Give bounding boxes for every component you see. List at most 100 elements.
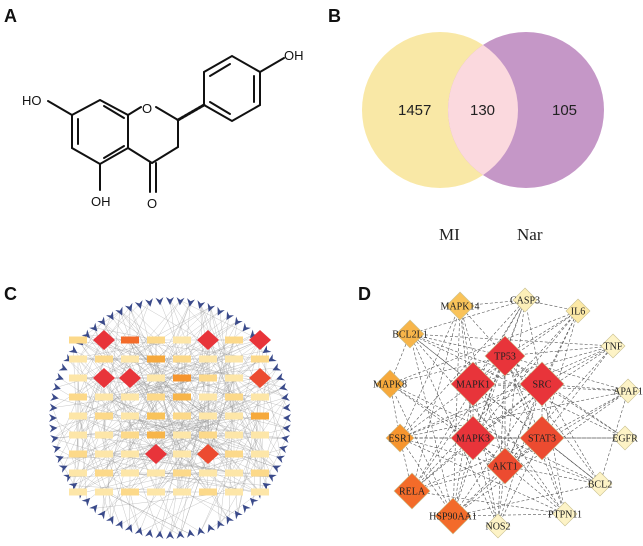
target-arrow-node — [279, 382, 288, 391]
gene-node — [147, 431, 165, 439]
network-node-label: TP53 — [494, 352, 516, 363]
gene-node — [95, 431, 113, 439]
target-arrow-node — [89, 504, 98, 514]
venn-right-count: 105 — [552, 102, 577, 119]
network-node-label: AKT1 — [492, 462, 518, 473]
target-arrow-node — [272, 465, 282, 473]
hub-gene-node — [249, 330, 271, 350]
gene-node — [69, 488, 87, 496]
target-arrow-node — [276, 455, 286, 464]
gene-node — [199, 488, 217, 496]
gene-node — [173, 450, 191, 458]
target-arrow-node — [134, 527, 143, 536]
gene-node — [147, 374, 165, 382]
target-arrow-node — [282, 424, 291, 433]
venn-left-label: MI — [439, 225, 460, 244]
gene-node — [199, 393, 217, 401]
target-arrow-node — [272, 363, 282, 371]
target-arrow-node — [207, 524, 216, 534]
gene-node — [121, 336, 139, 344]
ring-oxygen-label: O — [142, 101, 152, 116]
target-arrow-node — [276, 372, 286, 381]
network-node-label: ESR1 — [388, 434, 411, 445]
gene-node — [95, 412, 113, 420]
target-arrow-node — [58, 363, 68, 371]
target-arrow-node — [281, 435, 290, 443]
gene-node — [173, 412, 191, 420]
panel-c-letter: C — [4, 284, 17, 304]
gene-node — [251, 450, 269, 458]
target-arrow-node — [124, 524, 133, 534]
network-node-label: PTPN11 — [548, 510, 582, 521]
target-arrow-node — [97, 316, 106, 326]
gene-node — [69, 450, 87, 458]
gene-node — [251, 412, 269, 420]
gene-node — [69, 431, 87, 439]
gene-node — [121, 412, 139, 420]
gene-node — [199, 412, 217, 420]
venn-diagram: 1457 130 105 MI Nar — [362, 32, 604, 244]
network-node-label: SRC — [533, 380, 552, 391]
gene-node — [147, 336, 165, 344]
gene-node — [69, 374, 87, 382]
gene-node — [121, 393, 139, 401]
network-node-esr1: ESR1 — [385, 423, 415, 453]
target-arrow-node — [197, 300, 206, 309]
gene-node — [225, 374, 243, 382]
target-arrow-node — [267, 354, 277, 362]
gene-node — [199, 374, 217, 382]
ppi-network-full — [49, 297, 291, 539]
target-arrow-node — [262, 482, 272, 491]
hub-gene-node — [249, 368, 271, 388]
target-arrow-node — [49, 414, 57, 422]
network-node-label: NOS2 — [485, 522, 510, 533]
target-arrow-node — [134, 300, 143, 309]
keto-oxygen-label: O — [147, 196, 157, 211]
gene-node — [69, 412, 87, 420]
target-arrow-node — [267, 474, 277, 482]
network-node-src: SRC — [519, 361, 565, 407]
target-arrow-node — [54, 455, 64, 464]
network-node-label: STAT3 — [528, 434, 556, 445]
target-arrow-node — [249, 497, 259, 507]
target-arrow-node — [52, 445, 61, 454]
hub-gene-node — [119, 368, 141, 388]
hub-gene-node — [93, 330, 115, 350]
target-arrow-node — [50, 435, 59, 443]
target-arrow-node — [124, 302, 133, 312]
target-arrow-node — [115, 306, 123, 316]
panel-d-letter: D — [358, 284, 371, 304]
hub-gene-node — [197, 330, 219, 350]
gene-node — [69, 355, 87, 363]
network-node-akt1: AKT1 — [486, 447, 524, 485]
venn-left-count: 1457 — [398, 102, 431, 119]
network-node-mapk8: MAPK8 — [373, 369, 407, 399]
hydroxyl-bottom-label: OH — [91, 194, 111, 209]
target-arrow-node — [176, 297, 185, 306]
target-arrow-node — [281, 393, 290, 401]
network-node-label: MAPK14 — [441, 302, 480, 313]
gene-node — [199, 431, 217, 439]
target-arrow-node — [242, 504, 251, 514]
gene-node — [95, 450, 113, 458]
network-node-label: CASP3 — [510, 296, 540, 307]
target-arrow-node — [155, 297, 164, 306]
target-arrow-node — [234, 316, 243, 326]
gene-node — [251, 469, 269, 477]
network-node-label: IL6 — [571, 307, 585, 318]
target-arrow-node — [187, 298, 195, 307]
target-arrow-node — [166, 531, 174, 539]
target-arrow-node — [226, 515, 234, 525]
target-arrow-node — [50, 393, 59, 401]
gene-node — [225, 393, 243, 401]
venn-overlap — [448, 32, 518, 188]
gene-node — [121, 431, 139, 439]
network-node-label: MAPK8 — [373, 380, 407, 391]
network-node-tnf: TNF — [600, 333, 626, 359]
target-arrow-node — [115, 520, 123, 530]
gene-node — [251, 355, 269, 363]
gene-node — [95, 355, 113, 363]
target-arrow-node — [106, 311, 114, 321]
target-arrow-node — [217, 520, 225, 530]
